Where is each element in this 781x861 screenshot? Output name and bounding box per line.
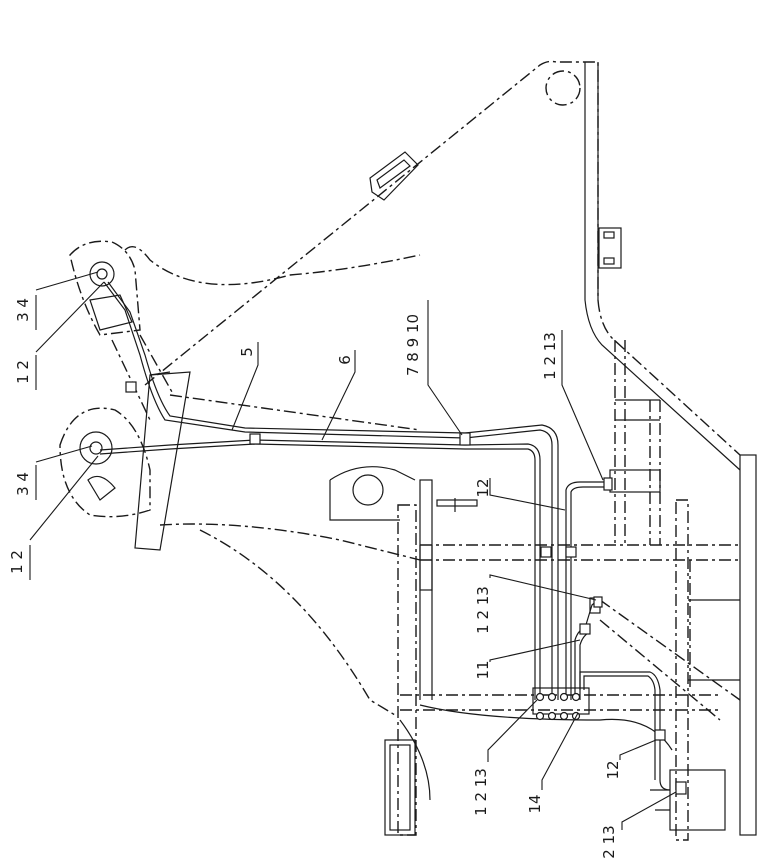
label-2-13-bottom: 2 13 xyxy=(600,825,618,858)
fitting-clamp-b xyxy=(459,432,471,446)
part-labels: 3 4 1 2 3 4 1 2 5 6 7 8 9 10 1 2 13 12 1… xyxy=(8,298,622,859)
leader-lines xyxy=(29,271,677,830)
fitting-clamp-a xyxy=(249,433,261,445)
bracket-plate xyxy=(598,227,622,269)
boom-frame-outline xyxy=(59,60,757,841)
right-frame-plate xyxy=(675,499,689,841)
left-frame-plate xyxy=(397,504,417,836)
label-7-8-9-10: 7 8 9 10 xyxy=(404,314,422,376)
lifting-handle xyxy=(369,151,419,201)
fitting-13-cylinder xyxy=(675,781,687,795)
label-3-4-lower: 3 4 xyxy=(14,472,32,496)
upper-link-lug xyxy=(69,240,141,336)
label-11: 11 xyxy=(474,660,492,679)
fitting-12-lower xyxy=(654,729,666,741)
label-1-2-upper: 1 2 xyxy=(14,360,32,384)
label-5: 5 xyxy=(238,347,256,357)
label-3-4-upper: 3 4 xyxy=(14,298,32,322)
boom-lower-pin-hole xyxy=(352,474,384,506)
fitting-5-start xyxy=(125,381,137,393)
cylinder-lower xyxy=(669,769,726,831)
fitting-13b xyxy=(579,623,591,635)
label-6: 6 xyxy=(336,355,354,365)
lower-link-lug xyxy=(59,407,151,518)
outer-frame-plate xyxy=(739,454,757,836)
label-1-2-13-mid: 1 2 13 xyxy=(474,586,492,634)
fitting-13-right xyxy=(603,477,613,491)
fittings xyxy=(125,381,687,795)
label-1-2-13-lower: 1 2 13 xyxy=(472,768,490,816)
fitting-13a xyxy=(593,596,603,608)
grease-point-block-right xyxy=(609,469,661,493)
boom-pin-hole xyxy=(545,70,581,106)
cylinder-block xyxy=(134,371,191,551)
label-1-2-lower: 1 2 xyxy=(8,550,26,574)
label-12-upper: 12 xyxy=(474,478,492,497)
fitting-clamp-c xyxy=(540,546,552,558)
fitting-clamp-d xyxy=(565,546,577,558)
label-1-2-13-right: 1 2 13 xyxy=(541,332,559,380)
label-12-lower: 12 xyxy=(604,760,622,779)
label-14: 14 xyxy=(526,794,544,813)
